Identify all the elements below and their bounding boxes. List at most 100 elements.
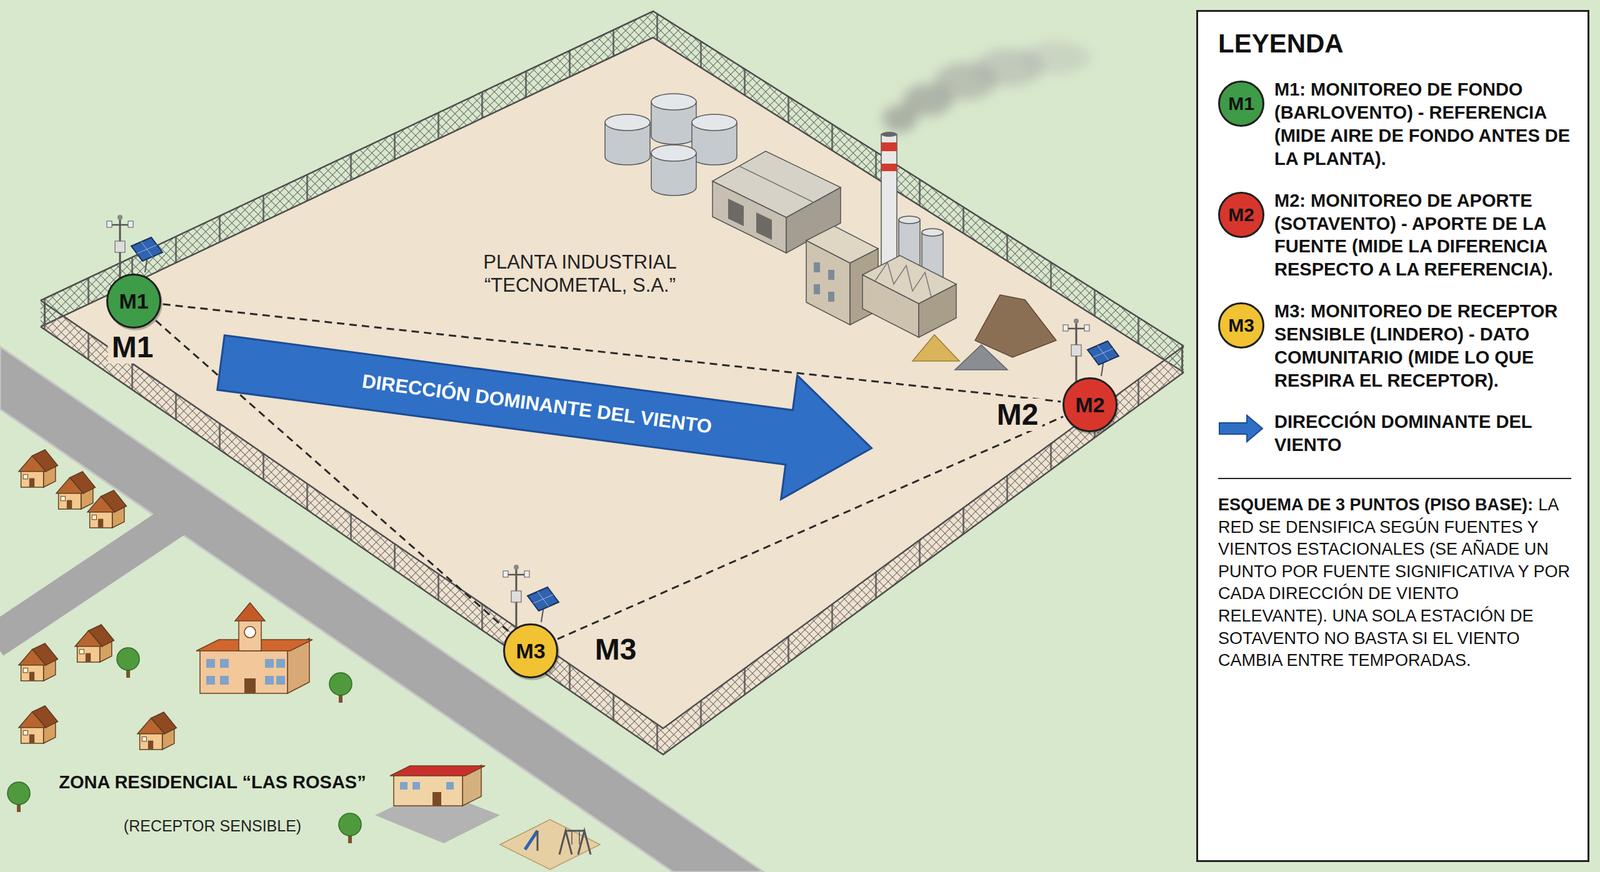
legend-text: M3: MONITOREO DE RECEPTOR SENSIBLE (LIND…: [1274, 300, 1572, 392]
factory: [828, 270, 835, 280]
factory: [862, 255, 957, 304]
legend-text: M2: MONITOREO DE APORTE (SOTAVENTO) - AP…: [1274, 189, 1572, 282]
monitoring-station-marker: M3: [503, 623, 559, 679]
warehouse: [739, 166, 814, 203]
storage-tank: [651, 93, 697, 110]
house-icon: [137, 712, 177, 750]
wind-arrow-text-box: DIRECCIÓN DOMINANTE DEL VIENTO: [303, 306, 771, 503]
legend-row: M3 M3: MONITOREO DE RECEPTOR SENSIBLE (LI…: [1218, 300, 1572, 392]
wind-arrow: DIRECCIÓN DOMINANTE DEL VIENTO: [210, 294, 882, 517]
legend-swatch: M3: [1218, 302, 1265, 349]
factory: [881, 163, 897, 172]
school-building: [276, 659, 285, 669]
station-code: M3: [515, 640, 545, 662]
factory: [881, 131, 897, 137]
fence-front: [40, 300, 1184, 729]
playground: [500, 820, 600, 870]
swatch-code: M1: [1228, 94, 1255, 114]
playground: [559, 831, 572, 855]
legend-arrow-sample: [1218, 413, 1265, 445]
school-building: [244, 626, 256, 639]
public-building: [432, 792, 442, 807]
material-pile: [912, 335, 960, 362]
station-mast: [106, 215, 163, 279]
plant-name: PLANTA INDUSTRIAL “TECNOMETAL, S.A.”: [442, 250, 718, 297]
swatch-code: M2: [1228, 205, 1255, 225]
tree-icon: [338, 813, 362, 844]
factory: [828, 291, 835, 302]
legend-text: DIRECCIÓN DOMINANTE DEL VIENTO: [1274, 410, 1572, 457]
smoke: [882, 41, 1091, 133]
tree-icon: [116, 648, 140, 679]
warehouse: [728, 198, 744, 227]
factory: [921, 228, 944, 237]
school-building: [196, 603, 313, 694]
storage-tank: [691, 114, 737, 131]
legend-text: M1: MONITOREO DE FONDO (BARLOVENTO) - RE…: [1274, 78, 1572, 170]
fence-back: [40, 11, 1184, 347]
swatch-code: M3: [1228, 316, 1255, 335]
school-building: [265, 676, 274, 685]
monitoring-station-marker: M2: [1062, 377, 1118, 433]
wind-arrow-shape: [212, 300, 880, 510]
school-building: [265, 659, 274, 669]
fence-back: [40, 37, 1184, 373]
factory: [806, 131, 957, 338]
legend-swatch: M1: [1218, 80, 1265, 127]
playground: [525, 831, 538, 850]
playground: [565, 830, 585, 833]
playground: [500, 820, 600, 870]
note-text: LA RED SE DENSIFICA SEGÚN FUENTES Y VIEN…: [1218, 495, 1570, 670]
storage-tank: [605, 114, 650, 131]
public-building: [390, 766, 485, 777]
station-mast: [503, 565, 559, 629]
wind-arrow-text: DIRECCIÓN DOMINANTE DEL VIENTO: [360, 370, 714, 439]
factory: [875, 262, 932, 297]
station-code: M2: [1075, 394, 1105, 416]
legend-separator: [1218, 478, 1572, 480]
zone-subtitle: (RECEPTOR SENSIBLE): [120, 817, 305, 836]
legend-title: LEYENDA: [1218, 28, 1572, 60]
public-building: [412, 782, 420, 790]
factory: [881, 142, 897, 152]
storage-tank: [651, 145, 697, 162]
house-icon: [18, 643, 58, 682]
tree-icon: [329, 673, 352, 704]
smoke: [1021, 41, 1091, 74]
factory: [881, 134, 897, 279]
station-mast: [1063, 318, 1119, 383]
factory: [813, 262, 820, 273]
house-icon: [56, 471, 95, 510]
note-text: ESQUEMA DE 3 PUNTOS (PISO BASE):: [1218, 495, 1534, 515]
legend-row: M1 M1: MONITOREO DE FONDO (BARLOVENTO) - …: [1218, 78, 1572, 170]
warehouse: [756, 212, 772, 240]
school-building: [276, 676, 285, 685]
station-code: M1: [118, 290, 149, 312]
station-label: M3: [595, 635, 637, 665]
public-building: [400, 782, 408, 790]
public-building: [390, 765, 485, 807]
material-pile: [975, 295, 1057, 358]
legend-panel: LEYENDA M1 M1: MONITOREO DE FONDO (BARLOVE…: [1196, 10, 1590, 863]
legend-row: M2 M2: MONITOREO DE APORTE (SOTAVENTO) - …: [1218, 189, 1572, 282]
house-icon: [87, 490, 127, 529]
fence-back: [40, 11, 1184, 373]
station-label: M1: [108, 331, 158, 364]
school-building: [206, 659, 215, 669]
house-icon: [18, 706, 58, 744]
playground: [571, 831, 573, 845]
monitoring-station-marker: M1: [106, 273, 162, 329]
school-building: [220, 659, 229, 669]
school-building: [238, 620, 262, 652]
zone-name: ZONA RESIDENCIAL “LAS ROSAS”: [55, 772, 370, 794]
factory: [898, 216, 920, 224]
factory: [806, 226, 879, 264]
school-building: [206, 676, 215, 685]
playground: [578, 831, 591, 855]
school-building: [200, 650, 288, 694]
fence-front: [40, 300, 1184, 755]
legend-title-box: LEYENDA: [1218, 28, 1572, 60]
legend-arrow-sample: [1219, 415, 1263, 442]
